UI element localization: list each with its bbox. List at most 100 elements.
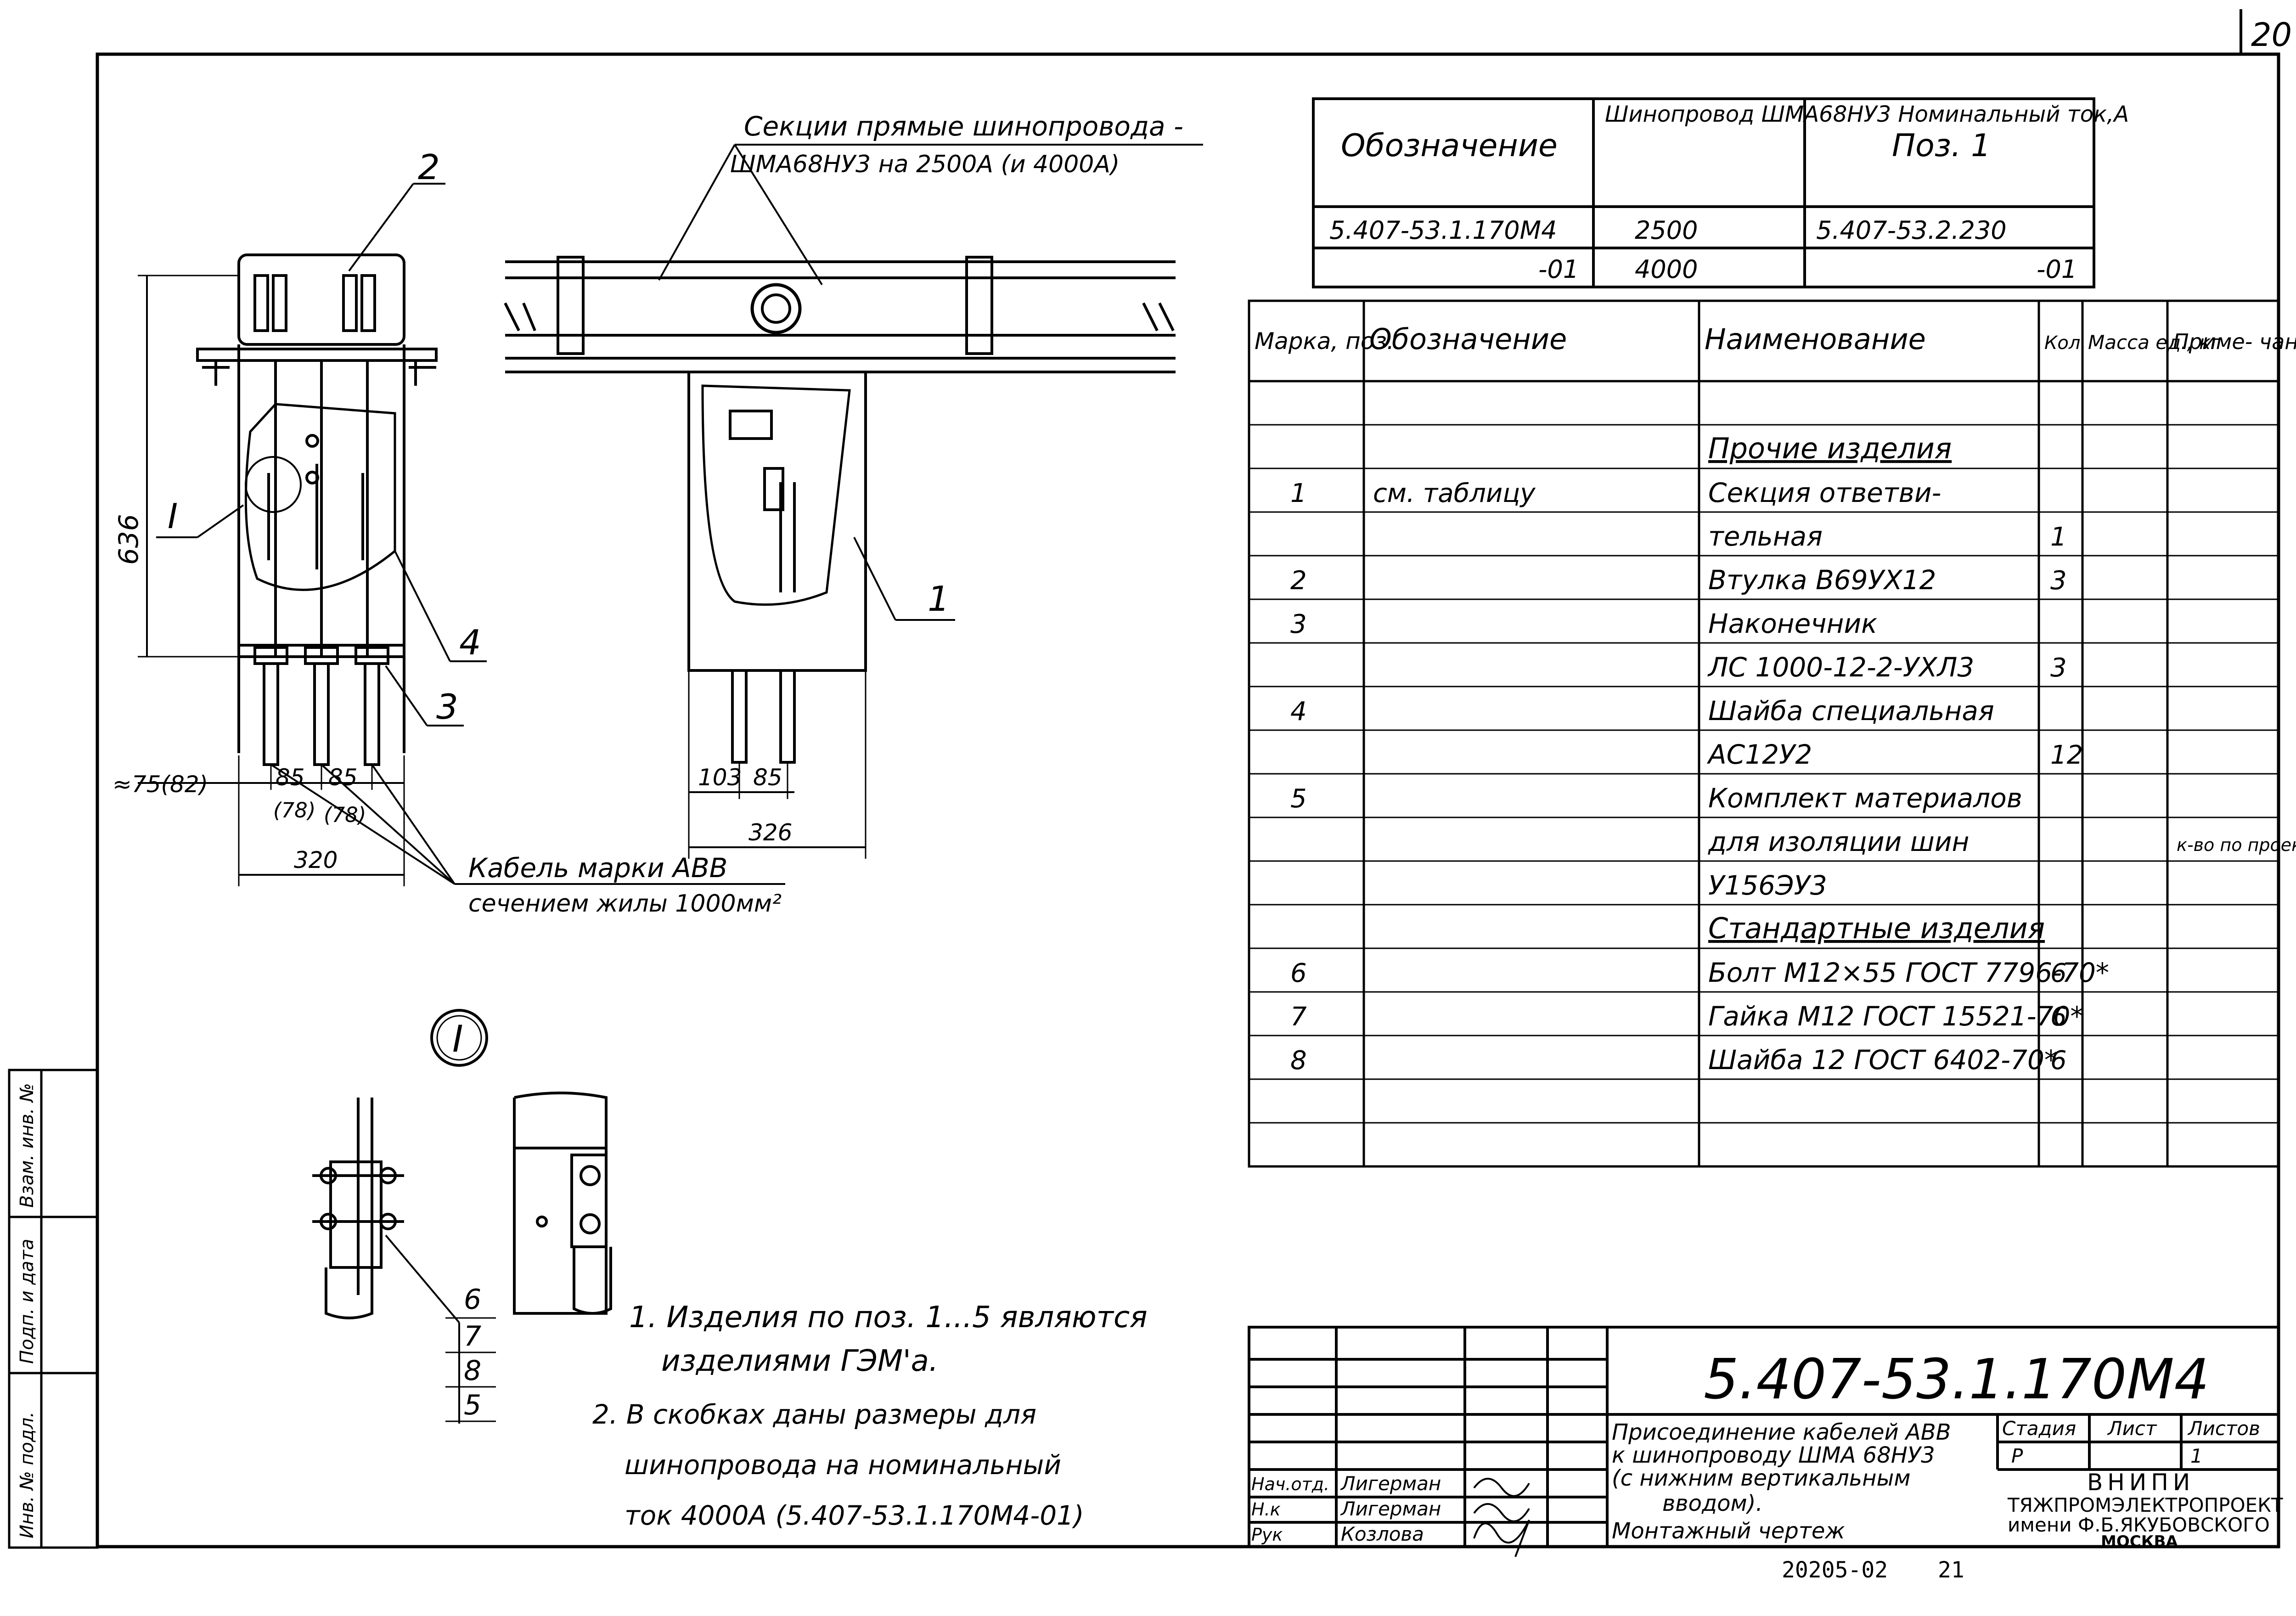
title-line-2: к шинопроводу ШМА 68НУ3 [1612,1442,1935,1468]
spec-cell-r8-c2: АС12У2 [1706,739,1812,770]
spec-cell-r14-c3: 6 [2050,1002,2067,1032]
spec-cell-r13-c2: Болт М12×55 ГОСТ 7796-70* [1708,957,2109,988]
stage-header: Стадия [2002,1417,2076,1440]
spec-cell-r10-c2: для изоляции шин [1708,826,1969,857]
spec-cell-r1-c2: Прочие изделия [1708,432,1952,465]
spec-cell-r5-c2: Наконечник [1708,608,1877,639]
top-table-header-designation: Обозначение [1341,128,1558,164]
dim-85: 85 [753,764,782,791]
side-view [504,144,1203,859]
dim-left-offset: ≈75(82) [113,771,208,798]
org-line-3: имени Ф.Б.ЯКУБОВСКОГО [2008,1514,2270,1536]
notes: 1. Изделия по поз. 1...5 являются издели… [592,1301,1148,1531]
sign-role-1: Нач.отд. [1251,1474,1329,1494]
callout-1: 1 [928,579,950,619]
detail-item-7: 7 [464,1320,481,1352]
sheet-header: Лист [2107,1417,2157,1440]
spec-cell-r3-c3: 1 [2050,522,2067,552]
spec-cell-r4-c2: Втулка В69УХ12 [1708,564,1936,596]
callout-3: 3 [436,687,458,727]
spec-cell-r15-c0: 8 [1290,1046,1307,1075]
spec-header-name: Наименование [1705,322,1926,356]
spec-cell-r13-c3: 6 [2050,958,2067,988]
spec-cell-r14-c2: Гайка М12 ГОСТ 15521-70* [1708,1001,2083,1032]
top-table-r2-c3: -01 [2037,255,2077,284]
note-line-2: изделиями ГЭМ'а. [661,1344,938,1378]
detail-item-5: 5 [464,1389,481,1421]
title-line-5: Монтажный чертеж [1612,1518,1845,1544]
callout-2: 2 [418,147,440,187]
busway-label-1: Секции прямые шинопровода - [744,111,1183,142]
dim-103: 103 [698,764,742,791]
sheet-value: 1 [2190,1445,2203,1467]
page-footer: 21 [1938,1557,1964,1583]
dim-326: 326 [748,819,792,846]
spec-header-mark: Марка, поз. [1255,328,1394,355]
busway-label-2: ШМА68НУ3 на 2500А (и 4000А) [730,151,1120,178]
org-line-4: МОСКВА [2101,1532,2178,1551]
spec-cell-r14-c0: 7 [1290,1002,1307,1032]
spec-cell-r8-c3: 12 [2050,740,2083,770]
detail-item-6: 6 [464,1284,481,1316]
title-block [1248,1326,2280,1548]
sign-role-3: Рук [1251,1525,1283,1545]
cable-label-1: Кабель марки АВВ [468,852,727,884]
spec-cell-r7-c0: 4 [1290,697,1307,726]
sign-name-3: Козлова [1341,1523,1424,1545]
spec-header-designation: Обозначение [1369,322,1567,356]
sign-role-2: Н.к [1251,1499,1281,1520]
dim-636: 636 [113,514,144,565]
spec-cell-r11-c2: У156ЭУ3 [1708,870,1827,901]
spec-cell-r13-c0: 6 [1290,958,1307,988]
spec-cell-r12-c2: Стандартные изделия [1708,912,2045,945]
callout-detail-I: I [168,496,178,536]
sign-name-2: Лигерман [1340,1498,1441,1520]
title-line-1: Присоединение кабелей АВВ [1612,1419,1951,1445]
spec-cell-r3-c2: тельная [1708,521,1823,552]
spec-cell-r5-c0: 3 [1290,609,1307,639]
note-line-4: шинопровода на номинальный [625,1449,1061,1481]
spec-cell-r15-c2: Шайба 12 ГОСТ 6402-70* [1708,1044,2058,1075]
detail-callout: I [452,1018,463,1060]
dim-spacing-b: 85 [328,764,358,791]
stage-value: Р [2011,1445,2023,1467]
spec-cell-r9-c2: Комплект материалов [1708,783,2022,814]
detail-I [312,1009,612,1424]
spec-cell-r2-c1: см. таблицу [1373,479,1536,508]
spec-cell-r2-c2: Секция ответви- [1708,477,1941,508]
dim-spacing-b-alt: (78) [324,803,366,827]
sheet-number: 20 [2251,16,2292,54]
note-line-1: 1. Изделия по поз. 1...5 являются [629,1301,1148,1334]
top-table-header-busway-text: Шинопровод ШМА68НУ3 Номинальный ток,А [1605,101,2129,127]
top-table-r1-c2: 2500 [1635,216,1698,245]
top-table-r1-c1: 5.407-53.1.170М4 [1329,216,1557,245]
spec-cell-r15-c3: 6 [2050,1046,2067,1075]
top-table-header-pos: Поз. 1 [1892,128,1991,164]
stamp-sign-date: Подп. и дата [17,1239,38,1364]
spec-header-note: Приме- чание [2173,329,2296,354]
note-line-3: 2. В скобках даны размеры для [592,1399,1036,1430]
spec-cell-r9-c0: 5 [1290,784,1307,814]
org-line-1: ВНИПИ [2087,1469,2195,1496]
spec-header-mass: Масса ед., кг [2088,331,2222,354]
title-line-3: (с нижним вертикальным [1612,1465,1911,1491]
top-table-r2-c1: -01 [1538,255,1579,284]
stamp-original-inv: Инв. № подл. [17,1412,38,1538]
note-line-5: ток 4000А (5.407-53.1.170М4-01) [625,1500,1084,1531]
spec-cell-r6-c3: 3 [2050,653,2067,683]
signature-marks [1473,1478,1530,1557]
org-line-2: ТЯЖПРОМЭЛЕКТРОПРОЕКТ [2007,1494,2283,1516]
stamp-replacement-inv: Взам. инв. № [17,1083,38,1208]
detail-item-8: 8 [464,1355,481,1387]
callout-4: 4 [459,622,481,663]
top-table-r2-c2: 4000 [1635,255,1698,284]
spec-cell-r10-c5: к-во по проекту [2177,835,2296,855]
cable-label-2: сечением жилы 1000мм² [468,890,782,918]
top-table [1312,97,2095,288]
archive-number: 20205-02 [1782,1557,1888,1583]
dim-spacing-a-alt: (78) [273,798,315,822]
top-table-r1-c3: 5.407-53.2.230 [1816,216,2007,245]
sign-name-1: Лигерман [1340,1472,1441,1495]
